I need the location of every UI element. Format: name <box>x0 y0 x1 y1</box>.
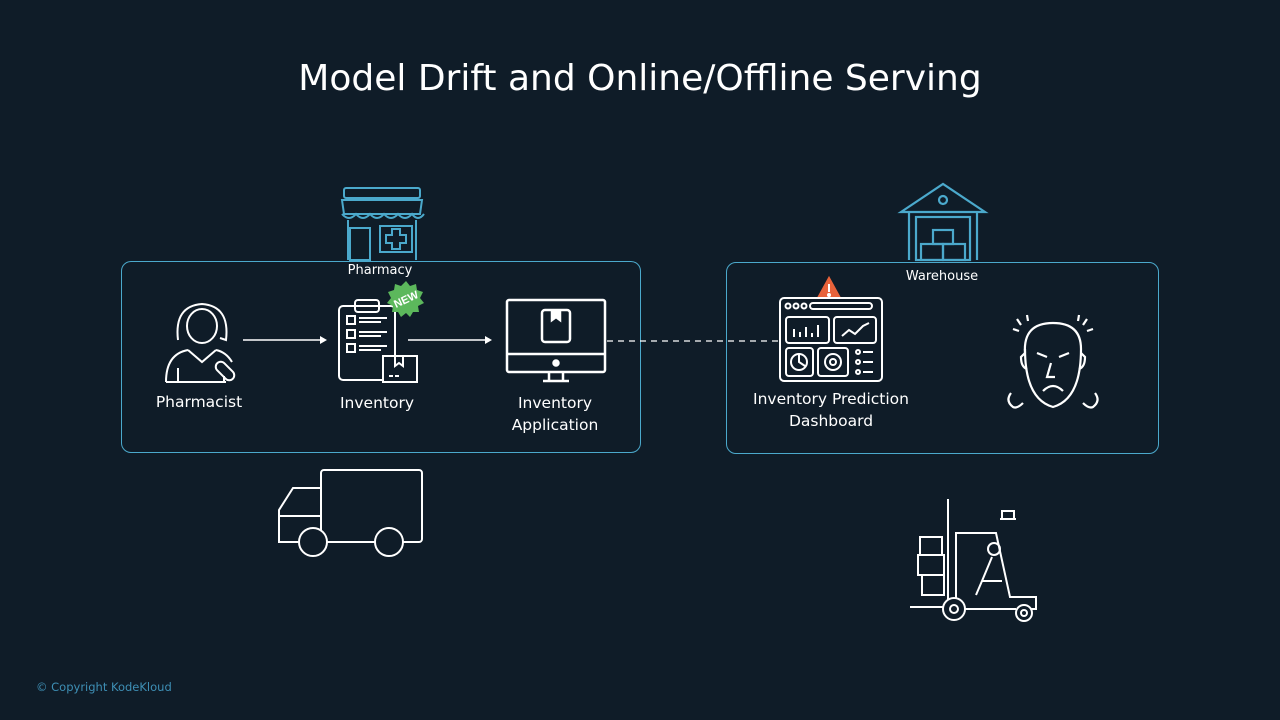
inventory-application-line2: Application <box>511 416 599 434</box>
warehouse-group <box>726 262 1159 454</box>
inventory-application-line1: Inventory <box>517 394 593 412</box>
forklift-icon <box>910 499 1037 622</box>
arrow-pharmacist-to-inventory <box>243 336 327 344</box>
dashboard-label: Inventory Prediction Dashboard <box>741 388 921 432</box>
angry-face-icon <box>1007 314 1099 409</box>
pharmacy-label: Pharmacy <box>347 263 413 278</box>
dashboard-line1: Inventory Prediction <box>753 390 909 408</box>
delivery-truck-icon <box>278 469 423 557</box>
pharmacy-store-icon <box>340 187 425 261</box>
new-badge: NEW <box>387 281 424 317</box>
arrow-inventory-to-application <box>408 336 492 344</box>
warehouse-icon <box>897 182 989 262</box>
warehouse-label: Warehouse <box>905 269 979 284</box>
pharmacist-label: Pharmacist <box>155 393 243 411</box>
inventory-clipboard-icon <box>338 299 418 383</box>
copyright-notice: © Copyright KodeKloud <box>36 680 172 694</box>
inventory-label: Inventory <box>339 394 415 412</box>
inventory-application-label: Inventory Application <box>495 392 615 436</box>
slide-title: Model Drift and Online/Offline Serving <box>298 58 982 99</box>
dashed-connector <box>607 340 779 342</box>
dashboard-line2: Dashboard <box>788 412 874 430</box>
dashboard-icon <box>779 275 883 382</box>
monitor-icon <box>505 298 607 383</box>
pharmacist-icon <box>165 302 236 383</box>
pharmacy-group <box>121 261 641 453</box>
